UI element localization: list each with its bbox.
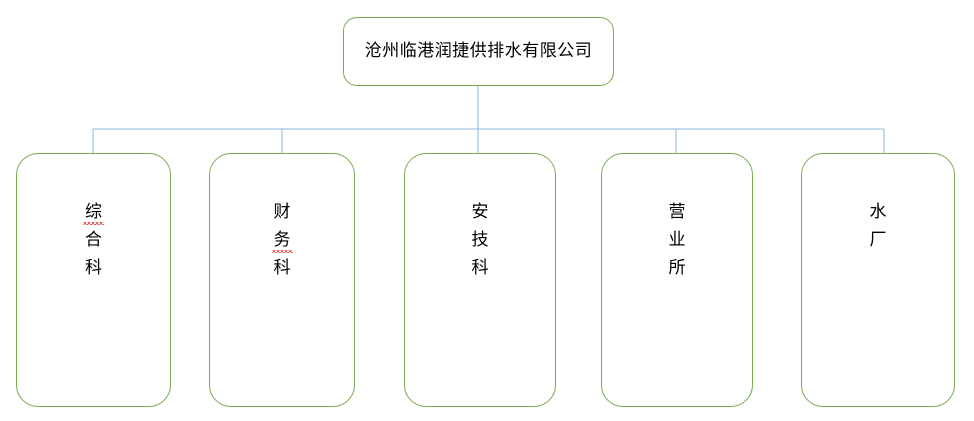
org-node-finance[interactable]: 财 务 科 bbox=[209, 153, 355, 407]
org-node-finance-label: 财 务 科 bbox=[271, 198, 293, 282]
dept-char: 合 bbox=[85, 230, 102, 249]
dept-char: 科 bbox=[471, 258, 489, 277]
org-node-general-affairs-label: 综 合 科 bbox=[83, 198, 104, 282]
org-node-safety-technology[interactable]: 安 技 科 bbox=[404, 153, 556, 407]
org-node-water-plant[interactable]: 水 厂 bbox=[801, 153, 955, 407]
dept-char: 科 bbox=[85, 258, 102, 277]
org-node-root-label: 沧州临港润捷供排水有限公司 bbox=[364, 41, 593, 61]
dept-char: 技 bbox=[471, 230, 489, 249]
dept-char: 安 bbox=[471, 202, 489, 221]
org-node-general-affairs[interactable]: 综 合 科 bbox=[16, 153, 171, 407]
org-node-root[interactable]: 沧州临港润捷供排水有限公司 bbox=[343, 17, 614, 86]
dept-char: 综 bbox=[83, 198, 104, 226]
dept-char: 科 bbox=[273, 258, 291, 277]
dept-char: 营 bbox=[668, 202, 686, 221]
org-node-business-office-label: 营 业 所 bbox=[669, 198, 686, 282]
org-node-business-office[interactable]: 营 业 所 bbox=[601, 153, 753, 407]
dept-char: 所 bbox=[668, 258, 686, 277]
org-node-safety-technology-label: 安 技 科 bbox=[472, 198, 489, 282]
dept-char: 财 bbox=[273, 202, 291, 221]
dept-char: 厂 bbox=[869, 230, 887, 249]
org-node-water-plant-label: 水 厂 bbox=[870, 198, 887, 254]
dept-char: 水 bbox=[869, 202, 887, 221]
dept-char: 业 bbox=[668, 230, 686, 249]
dept-char: 务 bbox=[271, 226, 293, 254]
